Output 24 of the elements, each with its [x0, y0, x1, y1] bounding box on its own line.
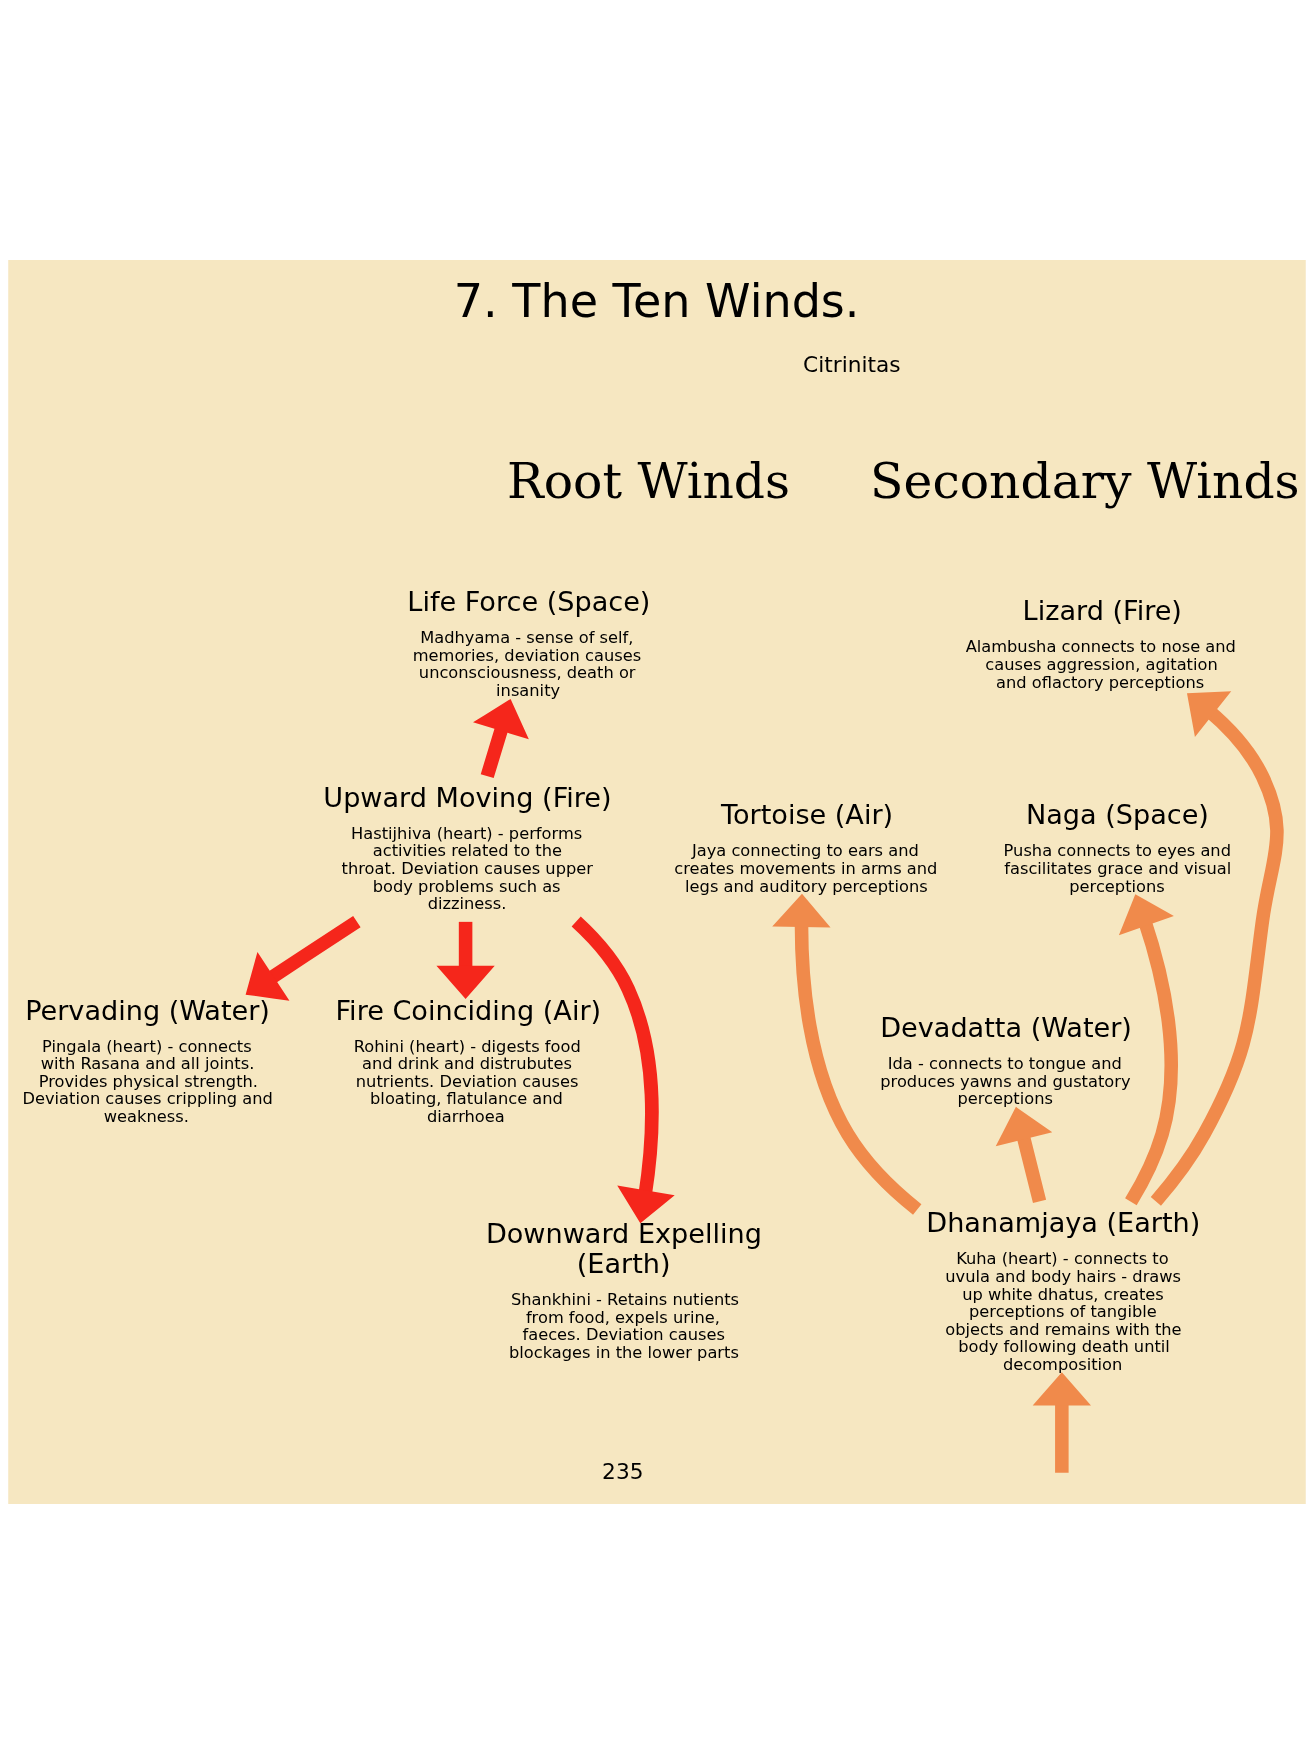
arrow	[1032, 1372, 1091, 1473]
node-text: Life Force (Space) Madhyama - sense of self, memories, deviation causes unconsciousness, death or insanity	[407, 585, 651, 700]
node-text: Naga (Space) Pusha connects to eyes and fascilitates grace and visual perceptions	[1003, 799, 1232, 896]
arrow	[473, 698, 529, 779]
node-text: Tortoise (Air) Jaya connecting to ears and creates movements in arms and legs and auditory perceptions	[674, 799, 938, 896]
arrow	[1150, 691, 1284, 1206]
arrow	[436, 921, 495, 1000]
arrow	[772, 893, 922, 1215]
label: Citrinitas	[803, 352, 901, 378]
arrow	[1118, 894, 1178, 1206]
arrow	[571, 916, 675, 1224]
node-text: Lizard (Fire) Alambusha connects to nose and causes aggression, agitation and oflactory perceptions	[965, 595, 1236, 692]
node-text: Pervading (Water) Pingala (heart) - connects with Rasana and all joints. Provides physical strength. Deviation causes crippling and weakness.	[22, 994, 273, 1126]
node-text: Devadatta (Water) Ida - connects to tongue and produces yawns and gustatory perceptions	[880, 1012, 1132, 1109]
diagram-title: 7. The Ten Winds.	[453, 273, 860, 328]
node-text: Downward Expelling (Earth) Shankhini - Retains nutients from food, expels urine, faeces. Deviation causes blockages in the lower parts	[485, 1218, 762, 1362]
arrow	[995, 1106, 1053, 1204]
node-text: Root Winds	[507, 453, 791, 511]
node-text: Secondary Winds	[870, 453, 1300, 511]
node-text: Fire Coinciding (Air) Rohini (heart) - digests food and drink and distrubutes nutrients. Deviation causes bloating, flatulance and diarrhoea	[335, 994, 602, 1126]
arrow	[245, 915, 361, 1001]
node-text: Upward Moving (Fire) Hastijhiva (heart) - performs activities related to the throat. Deviation causes upper body problems such as dizziness.	[323, 781, 612, 914]
node-text: Dhanamjaya (Earth) Kuha (heart) - connects to uvula and body hairs - draws up white dhatus, creates perceptions of tangible objects and remains with the body following death until decomposition	[926, 1207, 1201, 1374]
label: 235	[602, 1459, 644, 1485]
